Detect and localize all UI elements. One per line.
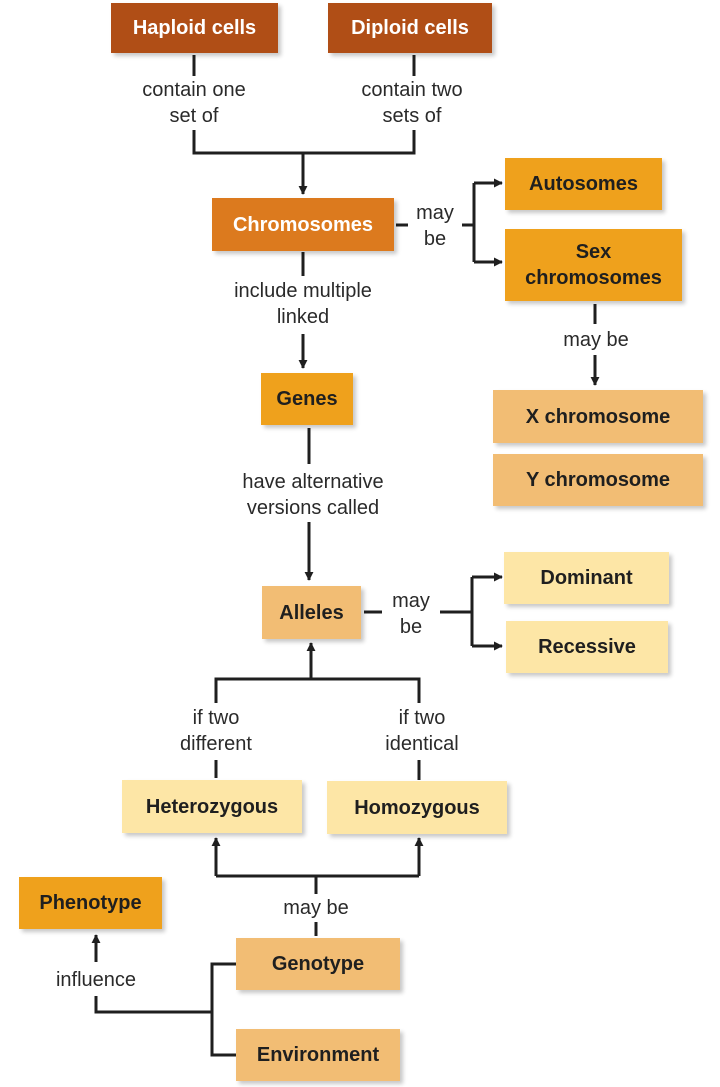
recessive-label: Recessive [538, 636, 636, 658]
connector-influence-join [94, 996, 212, 1014]
label-contain-two-sets: contain two sets of [361, 79, 463, 127]
recessive-box: Recessive [506, 621, 668, 673]
diploid-cells-box: Diploid cells [328, 3, 492, 53]
genes-label: Genes [276, 388, 338, 410]
connector-cells-merge [192, 130, 416, 155]
autosomes-box: Autosomes [505, 158, 662, 210]
chromosomes-box: Chromosomes [212, 198, 394, 251]
diploid-cells-label: Diploid cells [351, 17, 469, 39]
sex-chromosomes-box: Sex chromosomes [505, 229, 682, 301]
environment-box: Environment [236, 1029, 400, 1081]
label-if-two-identical: if two identical [385, 707, 459, 755]
alleles-label: Alleles [279, 601, 344, 624]
phenotype-label: Phenotype [39, 892, 142, 914]
haploid-cells-label: Haploid cells [132, 17, 257, 39]
sex-chromosomes-label-line2: chromosomes [525, 267, 662, 289]
sex-chromosomes-label-line1: Sex [575, 241, 612, 263]
label-influence: influence [55, 969, 137, 991]
environment-label: Environment [256, 1044, 380, 1066]
genotype-label: Genotype [271, 953, 365, 975]
dominant-label: Dominant [540, 567, 633, 589]
homozygous-box: Homozygous [327, 781, 507, 834]
connector-zygous-merge [214, 677, 421, 703]
dominant-box: Dominant [504, 552, 669, 604]
phenotype-box: Phenotype [19, 877, 162, 929]
genotype-box: Genotype [236, 938, 400, 990]
x-chromosome-box: X chromosome [493, 390, 703, 443]
homozygous-label: Homozygous [354, 796, 480, 819]
label-include-multiple-linked: include multiple linked [234, 280, 372, 328]
label-if-two-different: if two different [180, 707, 252, 755]
label-chromosomes-may-be: may be [416, 202, 454, 250]
label-sex-may-be: may be [563, 329, 629, 351]
genes-box: Genes [261, 373, 353, 425]
connector-influence-bracket [210, 962, 236, 1057]
heterozygous-box: Heterozygous [122, 780, 302, 833]
label-have-alternative-versions: have alternative versions called [242, 471, 384, 519]
haploid-cells-box: Haploid cells [111, 3, 278, 53]
alleles-box: Alleles [262, 586, 361, 639]
label-contain-one-set: contain one set of [142, 79, 246, 127]
x-chromosome-label: X chromosome [525, 405, 671, 428]
y-chromosome-label: Y chromosome [525, 469, 671, 491]
label-alleles-may-be: may be [392, 590, 430, 638]
heterozygous-label: Heterozygous [145, 795, 279, 818]
label-genotype-may-be: may be [283, 897, 349, 919]
chromosomes-label: Chromosomes [232, 213, 374, 236]
autosomes-label: Autosomes [529, 173, 638, 195]
y-chromosome-box: Y chromosome [493, 454, 703, 506]
